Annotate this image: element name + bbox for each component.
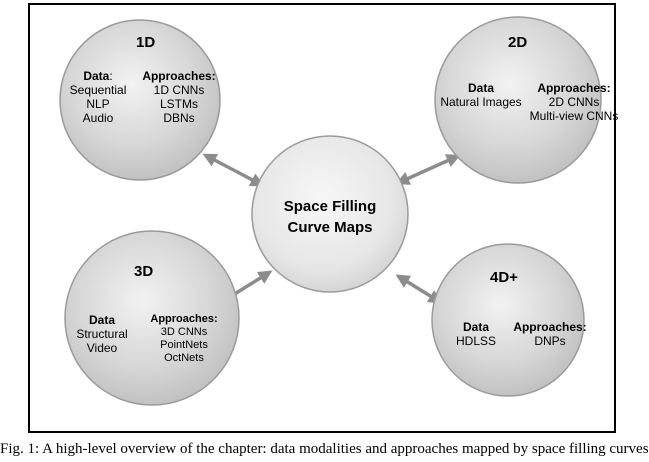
node-3d-title: 3D: [134, 263, 154, 280]
node-3d-approaches: Approaches: 3D CNNs PointNets OctNets: [146, 313, 222, 365]
node-1d-approaches-label: Approaches:: [142, 69, 216, 83]
node-3d-approach-item: 3D CNNs: [160, 326, 208, 338]
node-4d-approach-item: DNPs: [534, 334, 566, 348]
node-1d-title: 1D: [136, 34, 156, 51]
node-3d-data: Data Structural Video: [70, 313, 134, 355]
node-2d-data: Data Natural Images: [436, 81, 526, 109]
node-1d-data-item: Audio: [82, 111, 114, 125]
node-1d-data-item: Sequential: [69, 83, 127, 97]
node-3d-circle: [64, 230, 240, 406]
node-3d-approach-item: OctNets: [164, 352, 204, 364]
node-4d-data-item: HDLSS: [455, 334, 496, 348]
node-2d-approach-item: 2D CNNs: [548, 95, 600, 109]
node-1d-approach-item: DBNs: [163, 111, 195, 125]
node-2d-data-item: Natural Images: [440, 95, 522, 109]
node-2d-title: 2D: [508, 34, 528, 51]
center-title-line2: Curve Maps: [287, 219, 373, 236]
node-2d-approaches: Approaches: 2D CNNs Multi-view CNNs: [528, 81, 620, 123]
node-4d-data: Data HDLSS: [450, 320, 502, 348]
node-3d-approach-item: PointNets: [160, 339, 208, 351]
node-2d-approach-item: Multi-view CNNs: [529, 109, 619, 123]
node-3d-data-item: Structural: [76, 327, 128, 341]
node-3d-data-item: Video: [86, 341, 118, 355]
node-1d-approach-item: 1D CNNs: [153, 83, 205, 97]
figure-caption: Fig. 1: A high-level overview of the cha…: [0, 441, 649, 457]
node-4d-data-label: Data: [462, 320, 489, 334]
node-4d-approaches: Approaches: DNPs: [508, 320, 592, 348]
node-1d-approaches: Approaches: 1D CNNs LSTMs DBNs: [138, 69, 220, 125]
node-3d-data-label: Data: [88, 313, 115, 327]
node-1d-data: Data: Sequential NLP Audio: [66, 69, 130, 125]
node-1d-data-item: NLP: [86, 97, 110, 111]
arrow-2d: [395, 154, 461, 185]
node-1d-data-label: Data: [83, 69, 110, 83]
node-3d-approaches-label: Approaches:: [150, 313, 218, 325]
node-4d-title: 4D+: [490, 269, 518, 286]
arrow-1d: [202, 153, 265, 187]
arrow-4d: [395, 274, 443, 304]
center-title-line1: Space Filling: [283, 198, 377, 215]
center-title: Space Filling Curve Maps: [250, 196, 410, 238]
node-2d-approaches-label: Approaches:: [537, 81, 611, 95]
node-4d-circle: [431, 243, 585, 397]
node-1d-approach-item: LSTMs: [159, 97, 198, 111]
node-1d-circle: [59, 19, 221, 181]
center-circle: [251, 135, 409, 293]
node-2d-data-label: Data: [467, 81, 494, 95]
node-4d-approaches-label: Approaches:: [513, 320, 587, 334]
node-2d-circle: [434, 16, 602, 184]
